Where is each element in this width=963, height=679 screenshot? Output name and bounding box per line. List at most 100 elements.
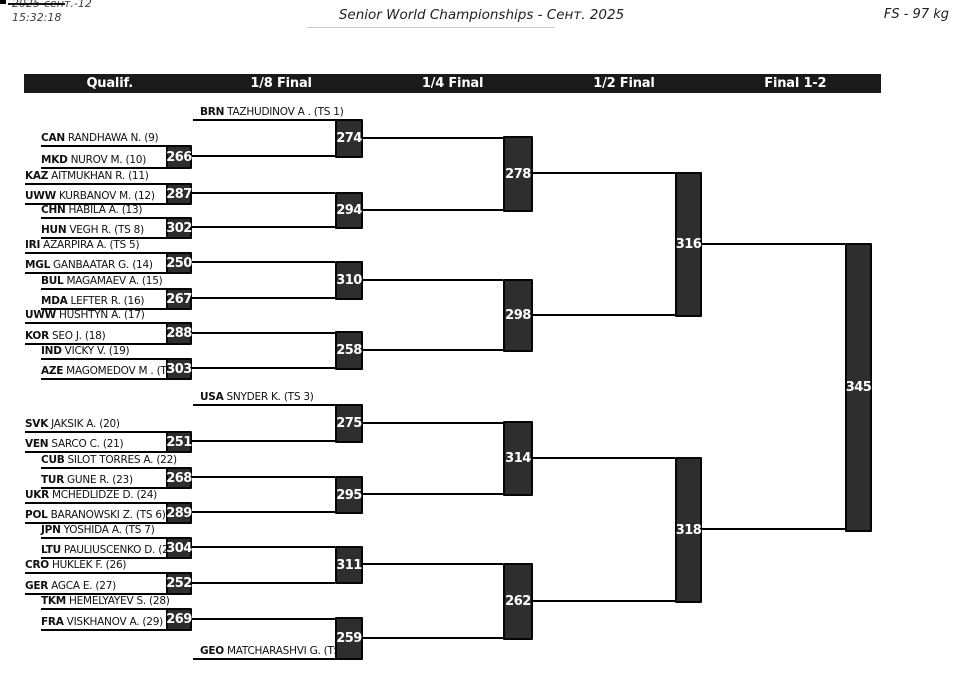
athlete-name: HUKLEK F. (26)	[51, 559, 127, 571]
athlete-name: HABILA A. (13)	[68, 204, 143, 216]
connector-line	[363, 493, 503, 495]
connector-line	[533, 172, 675, 174]
athlete-name: MATCHARASHVI G. (TS	[226, 645, 341, 657]
athlete-name: HUSHTYN A. (17)	[58, 309, 145, 321]
athlete-name: SILOT TORRES A. (22)	[67, 454, 178, 466]
match-number: 303	[166, 361, 192, 377]
country-code: SVK	[25, 418, 49, 430]
country-code: MGL	[25, 259, 51, 271]
country-code: HUN	[41, 224, 67, 236]
match-number-box-qualification: 287	[166, 183, 192, 205]
match-number-box-eighth-final: 311	[335, 546, 363, 584]
athlete-name: AZARPIRA A. (TS 5)	[43, 239, 140, 251]
match-number-box-quarter-final: 298	[503, 279, 533, 352]
country-code: AZE	[41, 365, 64, 377]
connector-line	[192, 155, 335, 157]
match-number: 252	[166, 576, 192, 591]
match-number-box-qualification: 251	[166, 431, 192, 453]
athlete-name: KURBANOV M. (12)	[58, 190, 155, 202]
match-number: 311	[336, 557, 362, 573]
connector-line	[192, 261, 335, 263]
match-number-box-qualification: 250	[166, 252, 192, 274]
country-code: CRO	[25, 559, 49, 571]
match-number-box-eighth-final: 275	[335, 404, 363, 443]
round-header-semi: 1/2 Final	[593, 76, 655, 91]
athlete-name: SARCO C. (21)	[51, 438, 124, 450]
country-code: LTU	[41, 544, 61, 556]
country-code: MKD	[41, 154, 68, 166]
title-underline	[307, 27, 555, 28]
match-number-box-qualification: 302	[166, 217, 192, 239]
match-number: 304	[166, 540, 192, 556]
athlete-name: LEFTER R. (16)	[70, 295, 145, 307]
match-number-box-semi-final: 316	[675, 172, 702, 317]
match-number-box-qualification: 269	[166, 608, 192, 631]
country-code: BUL	[41, 275, 64, 287]
weight-category: FS - 97 kg	[883, 7, 949, 22]
connector-line	[192, 367, 335, 369]
country-code: BRN	[200, 106, 225, 118]
country-code: GEO	[200, 645, 224, 657]
country-code: IND	[41, 345, 62, 357]
athlete-name: GANBAATAR G. (14)	[53, 259, 153, 271]
country-code: VEN	[25, 438, 49, 450]
country-code: UWW	[25, 190, 56, 202]
athlete-name: AGCA E. (27)	[51, 580, 116, 592]
connector-line	[363, 209, 503, 211]
round-header-eighth: 1/8 Final	[250, 76, 312, 91]
match-number: 267	[166, 291, 192, 307]
match-number-box-quarter-final: 278	[503, 136, 533, 212]
match-number: 259	[336, 631, 362, 646]
connector-line	[363, 349, 503, 351]
match-number: 266	[166, 149, 192, 165]
connector-line	[192, 440, 335, 442]
country-code: IRI	[25, 239, 41, 251]
country-code: TUR	[41, 474, 65, 486]
match-number-box-qualification: 268	[166, 467, 192, 489]
country-code: KAZ	[25, 170, 49, 182]
country-code: USA	[200, 391, 224, 403]
athlete-name: JAKSIK A. (20)	[51, 418, 120, 430]
round-header-qualif: Qualif.	[86, 76, 133, 91]
athlete-name: HEMELYAYEV S. (28)	[69, 595, 170, 607]
match-number: 288	[166, 326, 192, 341]
country-code: JPN	[41, 524, 61, 536]
connector-line	[363, 563, 503, 565]
connector-line	[363, 637, 503, 639]
country-code: CUB	[41, 454, 65, 466]
connector-line	[192, 226, 335, 228]
connector-line	[363, 279, 503, 281]
match-number-box-quarter-final: 314	[503, 421, 533, 496]
match-number: 274	[336, 131, 362, 146]
country-code: UWW	[25, 309, 56, 321]
connector-line	[192, 192, 335, 194]
match-number: 295	[336, 487, 362, 503]
match-number-box-quarter-final: 262	[503, 563, 533, 640]
country-code: FRA	[41, 616, 64, 628]
match-number: 275	[336, 416, 362, 431]
connector-line	[192, 476, 335, 478]
date-strike-line	[8, 3, 65, 5]
connector-line	[192, 546, 335, 548]
athlete-name: MAGOMEDOV M . (TS	[66, 365, 174, 377]
match-number-box-eighth-final: 258	[335, 331, 363, 370]
match-number-box-semi-final: 318	[675, 457, 702, 603]
